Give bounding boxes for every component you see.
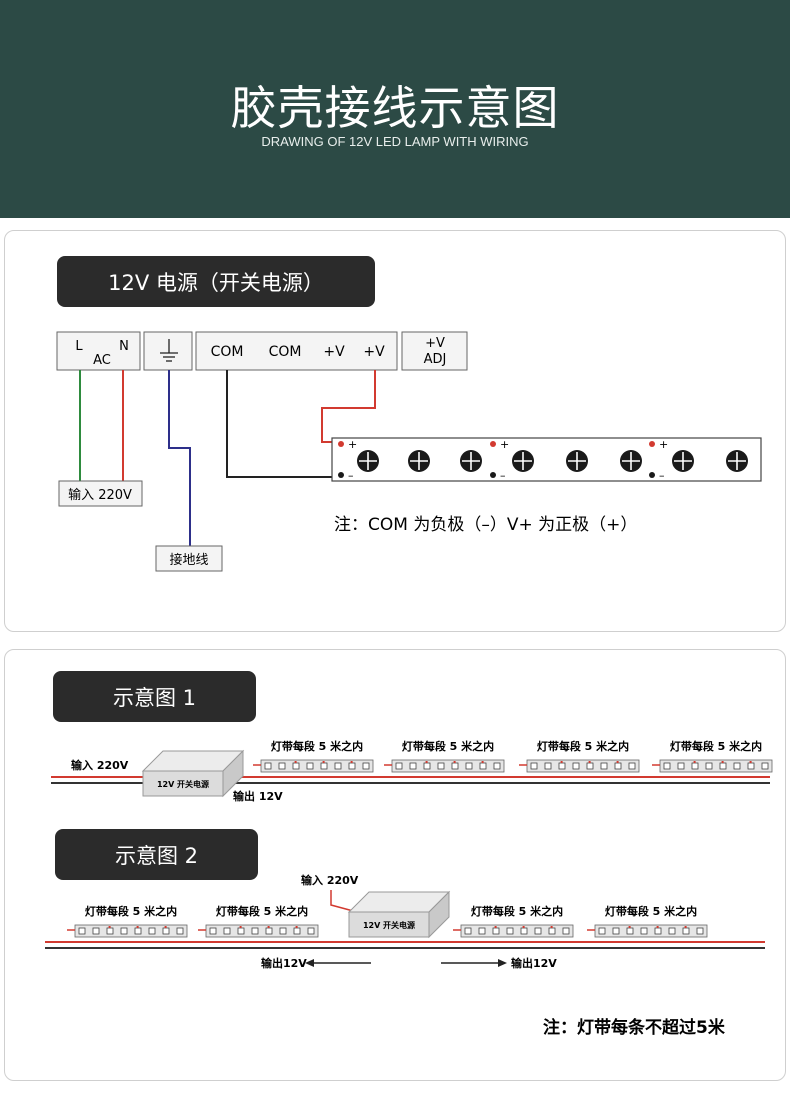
wiring-diagram: L AC N COM COM +V +V +V ADJ: [56, 331, 762, 572]
diagram2-heading: 示意图 2: [55, 829, 258, 880]
d1-output-label: 输出 12V: [233, 789, 283, 803]
led-icon: [408, 450, 430, 472]
strip-label: 灯带每段 5 米之内: [271, 739, 363, 753]
strip-label: 灯带每段 5 米之内: [537, 739, 629, 753]
terminal-v-1: +V: [323, 344, 345, 360]
d1-input-label: 输入 220V: [71, 758, 129, 772]
d2-arrow-right: [441, 959, 507, 967]
wiring-panel: 12V 电源（开关电源） L AC N COM COM +V +V: [4, 230, 786, 632]
diagram1: 输入 220V 12V 开关电源 输出 12V 灯带每段 5 米之内 灯带每段 5…: [51, 739, 773, 803]
plus-sign: +: [659, 438, 668, 451]
terminal-com-1: COM: [211, 344, 244, 360]
d1-psu-label: 12V 开关电源: [157, 779, 209, 789]
d1-psu: 12V 开关电源: [141, 749, 245, 798]
plus-dot: [338, 441, 344, 447]
led-icon: [512, 450, 534, 472]
terminal-v-2: +V: [363, 344, 385, 360]
strip-segment: 灯带每段 5 米之内: [652, 739, 773, 773]
adj-line2: ADJ: [424, 352, 447, 367]
strip-segment: 灯带每段 5 米之内: [384, 739, 505, 773]
minus-sign: –: [348, 469, 354, 482]
page-subtitle: DRAWING OF 12V LED LAMP WITH WIRING: [261, 134, 529, 149]
ground-label: 接地线: [169, 552, 208, 568]
plus-sign: +: [348, 438, 357, 451]
page-title: 胶壳接线示意图: [230, 81, 560, 135]
d2-input-label: 输入 220V: [301, 873, 359, 887]
input-label: 输入 220V: [68, 487, 132, 503]
led-icon: [726, 450, 748, 472]
wire-v-red: [321, 370, 376, 443]
plus-dot: [649, 441, 655, 447]
strip-segment: 灯带每段 5 米之内: [253, 739, 374, 773]
plus-dot: [490, 441, 496, 447]
terminal-ac: L AC N: [56, 331, 141, 371]
strip-segment: 灯带每段 5 米之内: [67, 904, 188, 938]
led-icon: [620, 450, 642, 472]
d2-psu-label: 12V 开关电源: [363, 920, 415, 930]
terminal-com-2: COM: [269, 344, 302, 360]
diagram1-heading: 示意图 1: [53, 671, 256, 722]
strip-label: 灯带每段 5 米之内: [670, 739, 762, 753]
led-icon: [460, 450, 482, 472]
led-strip: + – + – + –: [331, 437, 762, 482]
polarity-note: 注：COM 为负极（–）V+ 为正极（+）: [334, 515, 637, 535]
strip-segment: 灯带每段 5 米之内: [519, 739, 640, 773]
minus-sign: –: [500, 469, 506, 482]
strip-label: 灯带每段 5 米之内: [216, 904, 308, 918]
ground-icon: [160, 339, 178, 362]
header-banner: 胶壳接线示意图 DRAWING OF 12V LED LAMP WITH WIR…: [0, 0, 790, 218]
d2-output-right: 输出12V: [511, 956, 557, 970]
led-icon: [357, 450, 379, 472]
d2-arrow-left: [305, 959, 371, 967]
terminal-ac-label: AC: [93, 353, 111, 368]
strip-label: 灯带每段 5 米之内: [605, 904, 697, 918]
led-icon: [672, 450, 694, 472]
terminal-ground: [143, 331, 193, 371]
terminal-l-label: L: [75, 339, 83, 354]
d2-output-left: 输出12V: [261, 956, 307, 970]
wire-ground-navy: [168, 370, 191, 546]
minus-dot: [649, 472, 655, 478]
minus-sign: –: [659, 469, 665, 482]
diagram-panel: 示意图 1 示意图 2 输入 220V 12V 开关电源 输出 12V 灯带每段…: [4, 649, 786, 1081]
adj-line1: +V: [425, 336, 445, 351]
plus-sign: +: [500, 438, 509, 451]
terminal-output-block: COM COM +V +V: [195, 331, 398, 371]
terminal-n-label: N: [119, 339, 129, 354]
strip-label: 灯带每段 5 米之内: [402, 739, 494, 753]
ground-label-box: 接地线: [155, 545, 223, 572]
d2-psu: 12V 开关电源: [347, 890, 451, 939]
input-label-box: 输入 220V: [58, 480, 143, 507]
diagram2: 输入 220V 12V 开关电源 输出12V 输出12V 灯带每段 5 米之内 灯…: [45, 873, 765, 1038]
strip-label: 灯带每段 5 米之内: [471, 904, 563, 918]
wiring-heading: 12V 电源（开关电源）: [57, 256, 375, 307]
strip-segment: 灯带每段 5 米之内: [587, 904, 708, 938]
terminal-adj: +V ADJ: [401, 331, 468, 371]
led-icon: [566, 450, 588, 472]
minus-dot: [490, 472, 496, 478]
strip-segment: 灯带每段 5 米之内: [453, 904, 574, 938]
d2-input-wire: [330, 890, 358, 913]
diagram-svg: 输入 220V 12V 开关电源 输出 12V 灯带每段 5 米之内灯带每段 5…: [45, 739, 773, 1038]
strip-segment: 灯带每段 5 米之内: [198, 904, 319, 938]
strip-label: 灯带每段 5 米之内: [85, 904, 177, 918]
minus-dot: [338, 472, 344, 478]
d2-note: 注：灯带每条不超过5米: [543, 1017, 726, 1038]
wire-com-black: [226, 370, 337, 478]
